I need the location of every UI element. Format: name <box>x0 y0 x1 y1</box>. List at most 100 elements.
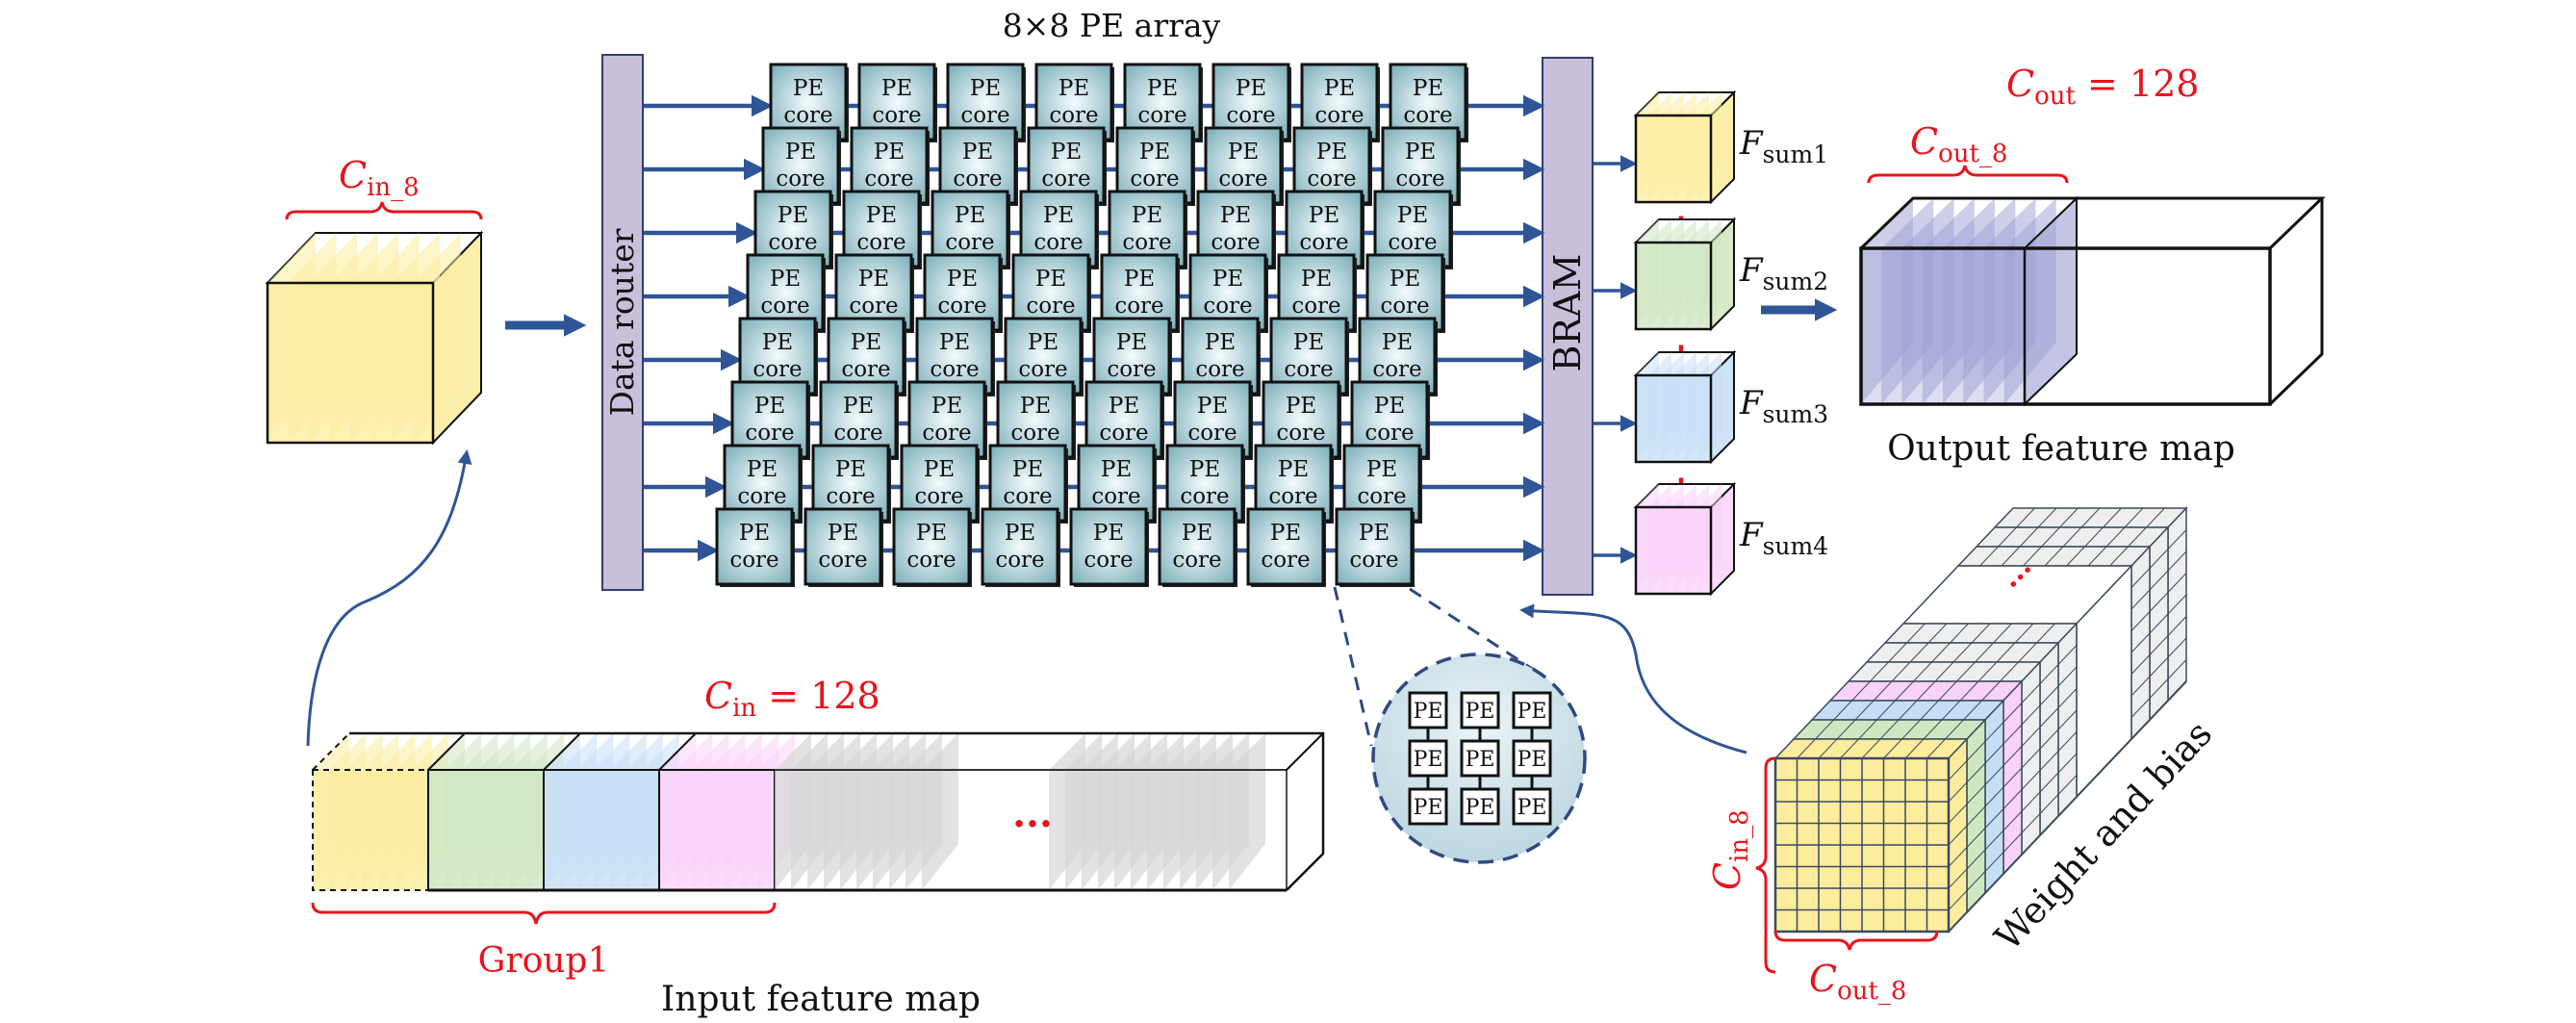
weight-grid-line <box>1883 738 1902 759</box>
weight-grid-line <box>2057 709 2078 730</box>
pe-core-label-core: core <box>729 548 778 573</box>
pe-core-label-core: core <box>864 166 913 192</box>
pe-core-box <box>715 507 794 586</box>
weight-grid-line <box>2124 507 2144 528</box>
partial-sum-label-sub: sum4 <box>1763 532 1829 560</box>
weights-height-label: Cin_8 <box>1706 809 1754 890</box>
weight-slab <box>1792 718 1987 914</box>
pe-core-label-core: core <box>922 421 971 446</box>
weight-grid-line <box>1873 680 1893 702</box>
weight-grid-line <box>1909 642 1929 663</box>
weight-grid-line <box>2021 704 2041 726</box>
weight-grid-line <box>2001 546 2021 567</box>
weight-grid-line <box>1959 680 1979 702</box>
weight-grid-line <box>1966 828 1986 848</box>
pe-core-label-pe: PE <box>1236 76 1266 101</box>
zoom-pe-box <box>1408 787 1448 826</box>
weight-bottom-edge <box>1948 680 2187 933</box>
cube-front <box>1634 505 1713 596</box>
pe-core-label-core: core <box>1403 103 1452 128</box>
output-group-brace <box>1867 165 2069 184</box>
partial-sum-4: Fsum4 <box>1594 481 1829 597</box>
pe-core-label-core: core <box>930 357 979 382</box>
weight-grid-line <box>2014 623 2034 644</box>
input-group1-outline <box>312 769 429 891</box>
weight-grid-line <box>2167 529 2187 550</box>
weight-grid-line <box>2149 656 2169 678</box>
zoom-pe-label: PE <box>1466 748 1495 772</box>
pe-core-label-pe: PE <box>747 457 778 482</box>
zoom-pe-label: PE <box>1414 796 1443 820</box>
pe-core-label-pe: PE <box>778 203 808 228</box>
pe-core-label-core: core <box>953 166 1002 192</box>
output-slice-front <box>2003 248 2025 404</box>
output-front <box>1859 246 2272 406</box>
pe-core-label-pe: PE <box>1309 203 1339 228</box>
weight-grid-line <box>1966 741 1986 761</box>
zoom-pe-box <box>1512 787 1552 826</box>
weight-grid-line <box>2039 685 2059 706</box>
weight-grid-line <box>2021 727 2041 747</box>
group1-label: Group1 <box>478 941 610 981</box>
weight-grid-line <box>2149 678 2169 699</box>
weight-grid-line <box>1952 642 1973 663</box>
input-group-brace <box>311 902 777 925</box>
weight-grid-line <box>2057 753 2078 774</box>
partial-sum-label-main: F <box>1739 384 1764 422</box>
pe-core-label-core: core <box>1211 230 1260 255</box>
pe-core-label-pe: PE <box>1093 521 1124 546</box>
weight-grid-line <box>1927 623 1948 644</box>
input-group-1 <box>313 770 428 890</box>
input-outline-corner <box>1286 732 1324 771</box>
pe-core-label-pe: PE <box>785 140 816 165</box>
weight-grid-line <box>1901 719 1921 740</box>
output-slice-front <box>1901 248 1923 404</box>
pe-core-label-core: core <box>826 484 875 509</box>
weight-grid-line <box>2149 635 2169 655</box>
weight-grid-line <box>2019 526 2039 548</box>
pe-core-label-pe: PE <box>866 203 897 228</box>
input-group-edge <box>658 732 697 771</box>
pe-core-label-core: core <box>1130 166 1179 192</box>
pe-core-label-core: core <box>1388 230 1437 255</box>
cube-front <box>266 281 435 445</box>
input-group-2 <box>427 769 545 891</box>
partial-sum-label-sub: sum1 <box>1763 141 1829 168</box>
weight-grid-line <box>2002 810 2023 831</box>
weight-grid-line <box>2167 573 2187 593</box>
pe-core-label-pe: PE <box>1147 76 1178 101</box>
output-slice-front <box>1881 248 1902 404</box>
zoom-pe-box <box>1512 739 1552 778</box>
input-group-edge <box>312 732 350 771</box>
pe-core-label-pe: PE <box>1012 457 1043 482</box>
weight-grid-line <box>2149 592 2169 612</box>
pe-core-label-pe: PE <box>1366 457 1397 482</box>
weight-grid-line <box>2039 707 2059 728</box>
weight-grid-line <box>2149 549 2169 569</box>
weight-grid-line <box>2130 654 2151 675</box>
pe-core-label-core: core <box>1268 484 1317 509</box>
pe-core-label-pe: PE <box>1390 267 1420 292</box>
pe-core-label-pe: PE <box>924 457 955 482</box>
pe-core-label-pe: PE <box>1124 267 1155 292</box>
input-block-slices <box>265 230 484 446</box>
pe-core-label-pe: PE <box>843 394 874 419</box>
pe-core-label-pe: PE <box>739 521 770 546</box>
pe-core-label-pe: PE <box>1286 394 1316 419</box>
weight-grid-line <box>2146 507 2165 528</box>
weight-slab-back <box>1956 545 2152 741</box>
input-group-4 <box>658 769 776 891</box>
pe-core-label-pe: PE <box>1228 140 1259 165</box>
pe-core-label-pe: PE <box>1139 140 1170 165</box>
curved-arrow-weights <box>1519 603 1747 754</box>
partial-sum-label: Fsum1 <box>1739 124 1828 168</box>
weight-grid-line <box>1858 719 1877 740</box>
pe-core-label-pe: PE <box>1205 330 1236 355</box>
pe-core-label-pe: PE <box>858 267 889 292</box>
input-block-cube <box>265 230 484 446</box>
pe-core-box <box>1335 507 1414 586</box>
pe-core-label-pe: PE <box>835 457 866 482</box>
weight-grid-line <box>2130 568 2151 588</box>
zoom-pe-box <box>1460 739 1500 778</box>
